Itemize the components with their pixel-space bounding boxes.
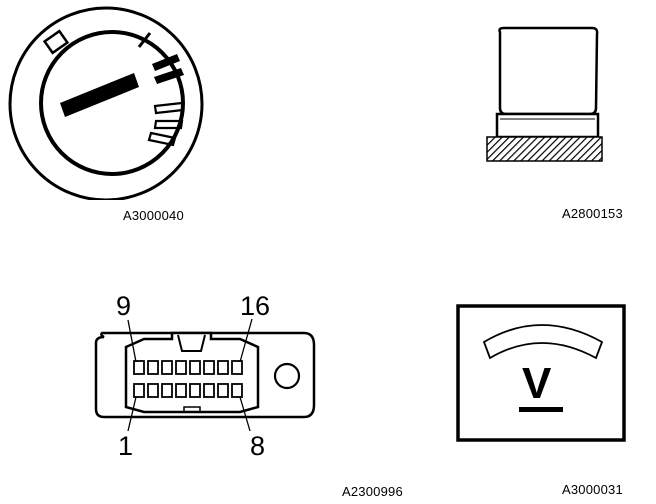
relay-collar	[495, 112, 600, 139]
voltmeter-underline	[519, 407, 563, 412]
position-3-marker	[147, 101, 185, 147]
relay-figure	[486, 26, 603, 162]
connector-socket	[124, 331, 260, 414]
voltmeter-scale	[482, 324, 604, 360]
connector-slot	[183, 406, 201, 413]
relay-mounting-base	[486, 136, 603, 162]
pin-row-bottom	[133, 383, 243, 398]
pin-label-9: 9	[116, 291, 131, 321]
voltmeter-figure: V	[456, 304, 626, 442]
voltmeter-symbol: V	[522, 359, 552, 408]
ignition-switch-figure	[8, 6, 204, 200]
pin-label-1: 1	[118, 431, 133, 461]
position-0-marker	[42, 29, 70, 55]
position-2-marker	[152, 54, 184, 84]
pin-label-8: 8	[250, 431, 265, 461]
mounting-hole	[273, 362, 301, 390]
voltmeter-code: A3000031	[562, 482, 623, 497]
relay-body	[498, 26, 599, 116]
ignition-switch-code: A3000040	[123, 208, 184, 223]
key-slot	[60, 73, 139, 117]
connector-key-notch	[177, 334, 206, 352]
pin-label-16: 16	[240, 291, 270, 321]
relay-code: A2800153	[562, 206, 623, 221]
position-1-marker	[137, 32, 152, 48]
pin-row-top	[133, 360, 243, 375]
diagnostic-connector-code: A2300996	[342, 484, 403, 499]
diagnostic-connector-figure: 9 16 1 8	[94, 291, 316, 461]
